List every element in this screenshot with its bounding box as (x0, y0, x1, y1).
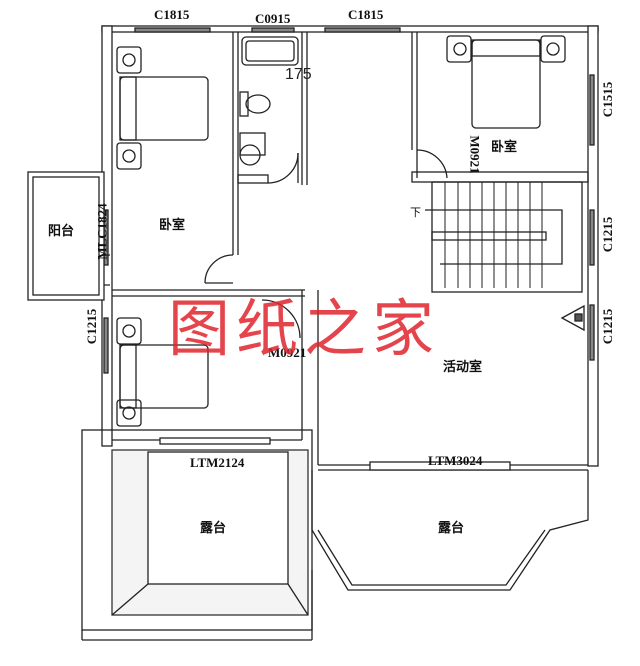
room-terrace-left: 露台 (200, 521, 227, 536)
window-label-right-activity: C1215 (600, 308, 616, 345)
window-label-left-bedroom3: C1215 (84, 308, 100, 345)
room-master-bedroom: 卧室 (491, 140, 518, 155)
door-label-bedroom3: M0921 (268, 345, 307, 360)
door-label-master: M0921 (467, 135, 483, 174)
door-label-balcony: MLC1824 (94, 203, 110, 260)
door-label-terrace-right: LTM3024 (428, 453, 483, 468)
room-activity: 活动室 (443, 360, 483, 375)
door-label-terrace-left: LTM2124 (190, 455, 245, 470)
dimension-175: 175 (285, 66, 312, 83)
room-balcony: 阳台 (48, 224, 75, 239)
window-label-top-bath: C0915 (255, 11, 291, 26)
window-label-top-mid: C1815 (348, 7, 384, 22)
stair-down-label: 下 (410, 206, 421, 219)
window-label-top-left: C1815 (154, 7, 190, 22)
watermark: 图纸之家 (168, 292, 441, 365)
room-bedroom-top-left: 卧室 (159, 218, 186, 233)
window-label-right-stair: C1215 (600, 216, 616, 253)
room-terrace-right: 露台 (438, 521, 465, 536)
window-label-right-master: C1515 (600, 81, 616, 118)
